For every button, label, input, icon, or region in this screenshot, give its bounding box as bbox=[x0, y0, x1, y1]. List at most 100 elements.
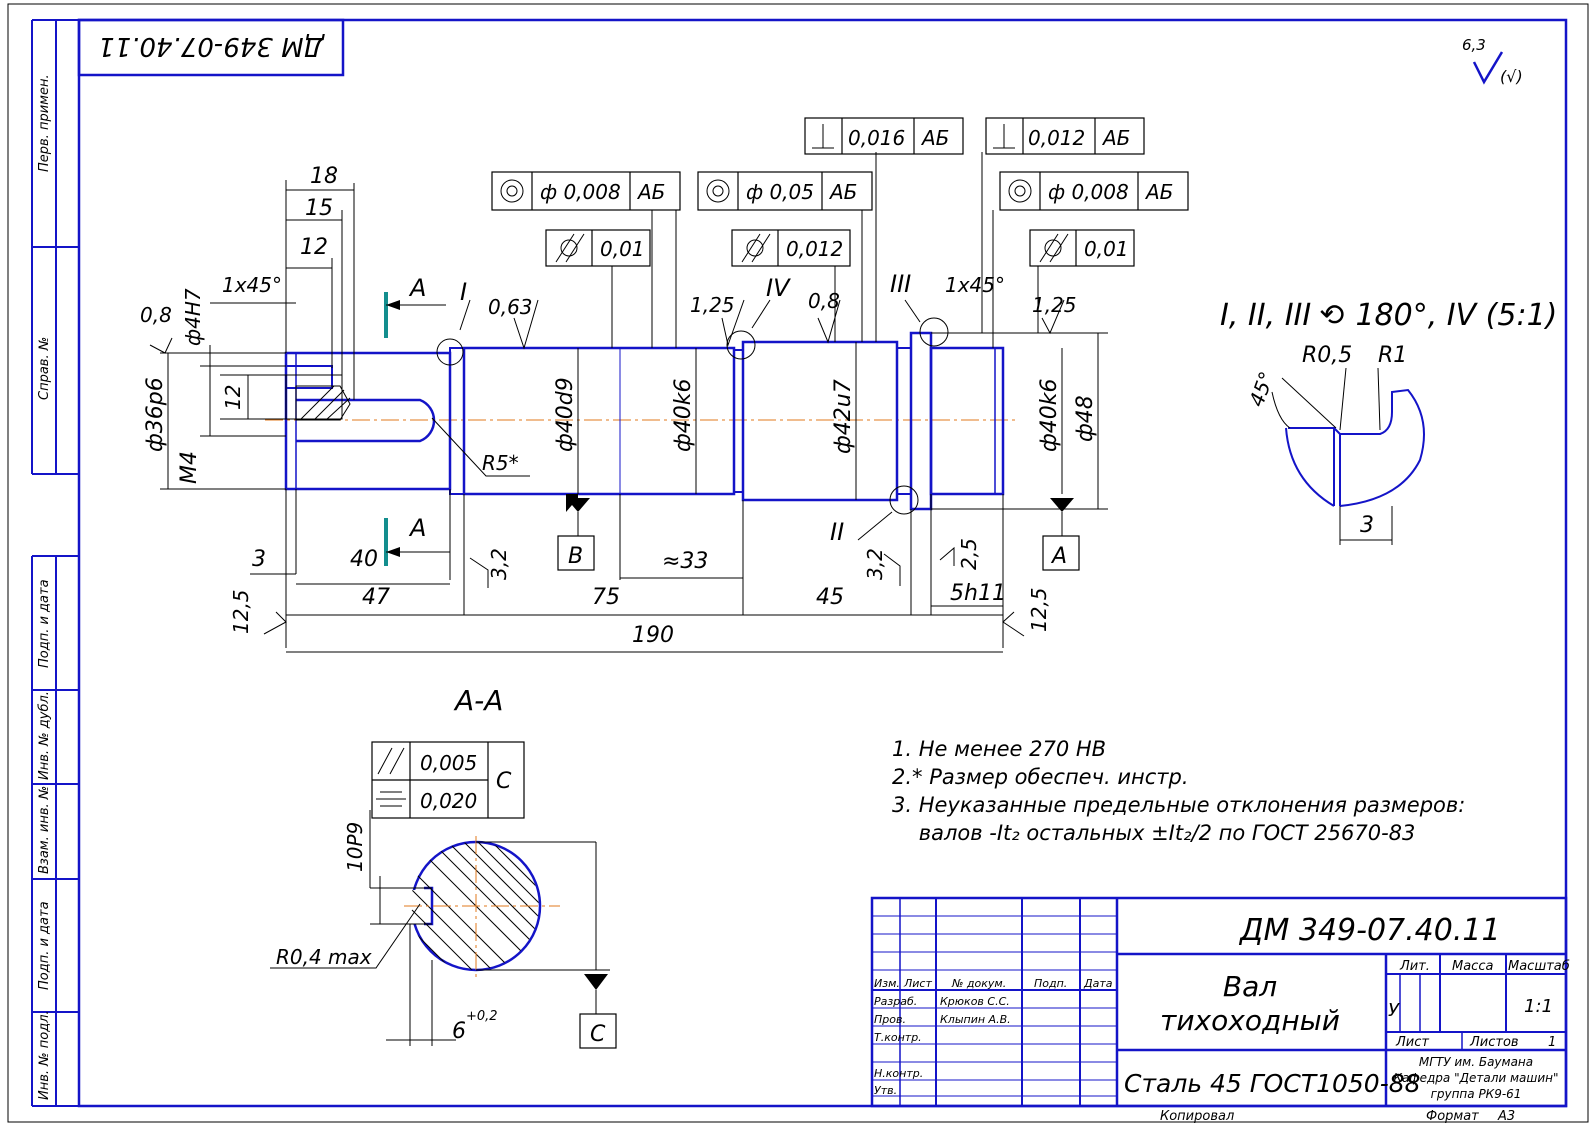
top-designation: ДМ 349-07.40.11 bbox=[98, 31, 325, 61]
dim-chamfer-1: 1x45° bbox=[222, 273, 282, 297]
roughness-08b: 0,8 bbox=[808, 289, 840, 313]
dim-42u7: ф42u7 bbox=[831, 379, 856, 454]
dim-48: ф48 bbox=[1073, 395, 1098, 442]
frame-section-datum: С bbox=[496, 769, 512, 794]
detail-3: 3 bbox=[1360, 513, 1374, 538]
frame-cyl-3: 0,01 bbox=[1029, 229, 1135, 267]
tb-lit-label: Лит. bbox=[1399, 959, 1430, 974]
section-label-bottom: А bbox=[408, 514, 426, 542]
tb-row-razrab: Разраб. bbox=[874, 995, 917, 1008]
roughness-125c: 12,5 bbox=[229, 589, 253, 634]
tb-razrab-name: Крюков С.С. bbox=[940, 995, 1010, 1008]
sheet-frame bbox=[7, 3, 1589, 1123]
detail-title: I, II, III ⟲ 180°, IV (5:1) bbox=[1220, 298, 1557, 333]
datum-C: С bbox=[590, 1022, 606, 1047]
tb-org-3: группа РК9-61 bbox=[1431, 1087, 1522, 1101]
frame-perp-1-value: 0,016 bbox=[848, 126, 905, 150]
roughness-125d: 12,5 bbox=[1027, 587, 1051, 632]
tb-row-nkontr: Н.контр. bbox=[874, 1067, 923, 1080]
tb-sheets-label: Листов bbox=[1469, 1035, 1519, 1050]
roughness-32b: 3,2 bbox=[863, 548, 887, 580]
dim-40: 40 bbox=[350, 547, 378, 572]
side-label-perv: Перв. примен. bbox=[37, 74, 52, 172]
frame-cyl-2-value: 0,012 bbox=[786, 237, 843, 261]
dim-5h11: 5h11 bbox=[950, 581, 1006, 606]
dim-3: 3 bbox=[252, 547, 266, 572]
frame-conc-2-datum: АБ bbox=[828, 180, 857, 204]
tb-col-sign: Подп. bbox=[1034, 977, 1067, 990]
frame-conc-3: ф 0,008 АБ bbox=[999, 171, 1189, 211]
dim-12v: 12 bbox=[221, 385, 245, 410]
note-3: 3. Неуказанные предельные отклонения раз… bbox=[892, 793, 1465, 817]
tolerance-frames: 0,016 АБ 0,012 АБ ф 0,008 АБ bbox=[491, 117, 1189, 267]
frame-perp-2-value: 0,012 bbox=[1028, 126, 1085, 150]
frame-perp-2: 0,012 АБ bbox=[985, 117, 1145, 155]
frame-perp-2-datum: АБ bbox=[1101, 126, 1130, 150]
label-detail-III: III bbox=[890, 270, 911, 298]
side-label-dubl: Инв. № дубл. bbox=[37, 691, 52, 780]
tb-org-1: МГТУ им. Баумана bbox=[1419, 1055, 1533, 1069]
side-label-vzam: Взам. инв. № bbox=[37, 786, 52, 874]
tb-org-2: Кафедра "Детали машин" bbox=[1393, 1071, 1558, 1085]
tb-prov-name: Клыпин А.В. bbox=[940, 1013, 1011, 1026]
label-detail-I: I bbox=[460, 278, 467, 306]
frame-cyl-2: 0,012 bbox=[731, 229, 851, 267]
frame-perp-1-datum: АБ bbox=[920, 126, 949, 150]
tb-row-prov: Пров. bbox=[874, 1013, 906, 1026]
shaft-main-view bbox=[265, 317, 1015, 515]
datum-A: А bbox=[1050, 544, 1067, 569]
tb-format-value: А3 bbox=[1497, 1109, 1515, 1124]
dim-40d9: ф40d9 bbox=[553, 377, 578, 452]
technical-notes: 1. Не менее 270 HB 2.* Размер обеспеч. и… bbox=[892, 737, 1465, 845]
note-2: 2.* Размер обеспеч. инстр. bbox=[892, 765, 1189, 789]
tb-col-list: Лист bbox=[903, 977, 932, 990]
frame-conc-1: ф 0,008 АБ bbox=[491, 171, 681, 211]
top-designation-box: ДМ 349-07.40.11 bbox=[77, 18, 345, 77]
roughness-063: 0,63 bbox=[488, 295, 533, 319]
detail-view: I, II, III ⟲ 180°, IV (5:1) R0,5 R1 45° … bbox=[1220, 298, 1557, 545]
dim-190: 190 bbox=[632, 623, 674, 648]
roughness-08a: 0,8 bbox=[140, 303, 172, 327]
dim-10p9: 10Р9 bbox=[343, 822, 367, 872]
frame-conc-2: ф 0,05 АБ bbox=[697, 171, 873, 211]
tb-material: Сталь 45 ГОСТ1050-88 bbox=[1124, 1069, 1421, 1098]
tb-sheet-label: Лист bbox=[1395, 1035, 1429, 1050]
tb-row-tkontr: Т.контр. bbox=[874, 1031, 922, 1044]
frame-cyl-1-value: 0,01 bbox=[600, 237, 645, 261]
side-label-sprav: Справ. № bbox=[37, 337, 52, 400]
frame-section-par-value: 0,005 bbox=[420, 751, 477, 775]
section-label-top: А bbox=[408, 274, 426, 302]
datum-boxes: В А bbox=[557, 535, 1080, 571]
tb-col-date: Дата bbox=[1083, 977, 1113, 990]
frame-cyl-3-value: 0,01 bbox=[1084, 237, 1129, 261]
frame-cyl-1: 0,01 bbox=[545, 229, 651, 267]
tb-format-label: Формат bbox=[1426, 1109, 1479, 1124]
datum-B: В bbox=[568, 544, 583, 569]
side-labels: Перв. примен. Справ. № Подп. и дата Инв.… bbox=[37, 74, 52, 1100]
tb-sheets-value: 1 bbox=[1548, 1035, 1556, 1050]
roughness-value: 6,3 bbox=[1462, 36, 1486, 54]
dim-75: 75 bbox=[592, 585, 620, 610]
roughness-125a: 1,25 bbox=[690, 293, 735, 317]
hole-hatch bbox=[299, 385, 351, 421]
detail-r1: R1 bbox=[1378, 343, 1407, 368]
dim-4h7: ф4H7 bbox=[181, 288, 205, 346]
dim-36p6: ф36р6 bbox=[143, 377, 168, 452]
dim-r04: R0,4 max bbox=[276, 945, 372, 969]
tb-scale-label: Масштаб bbox=[1508, 959, 1570, 974]
title-block: ДМ 349-07.40.11 Вал тихоходный Сталь 45 … bbox=[870, 896, 1570, 1124]
roughness-125b: 1,25 bbox=[1032, 293, 1077, 317]
dim-6: 6 bbox=[452, 1019, 466, 1044]
dim-45: 45 bbox=[816, 585, 844, 610]
tb-col-doc: № докум. bbox=[951, 977, 1006, 990]
tb-part-name-1: Вал bbox=[1223, 970, 1277, 1003]
section-hatch bbox=[411, 841, 539, 970]
tb-designation: ДМ 349-07.40.11 bbox=[1238, 913, 1501, 948]
dim-33: ≈33 bbox=[662, 549, 708, 574]
dim-12: 12 bbox=[300, 235, 328, 260]
default-roughness: 6,3 (√) bbox=[1462, 36, 1523, 86]
side-label-podp1: Подп. и дата bbox=[37, 579, 52, 668]
side-label-podp2: Подп. и дата bbox=[37, 901, 52, 990]
tb-row-utv: Утв. bbox=[874, 1084, 897, 1097]
frame-conc-1-datum: АБ bbox=[636, 180, 665, 204]
